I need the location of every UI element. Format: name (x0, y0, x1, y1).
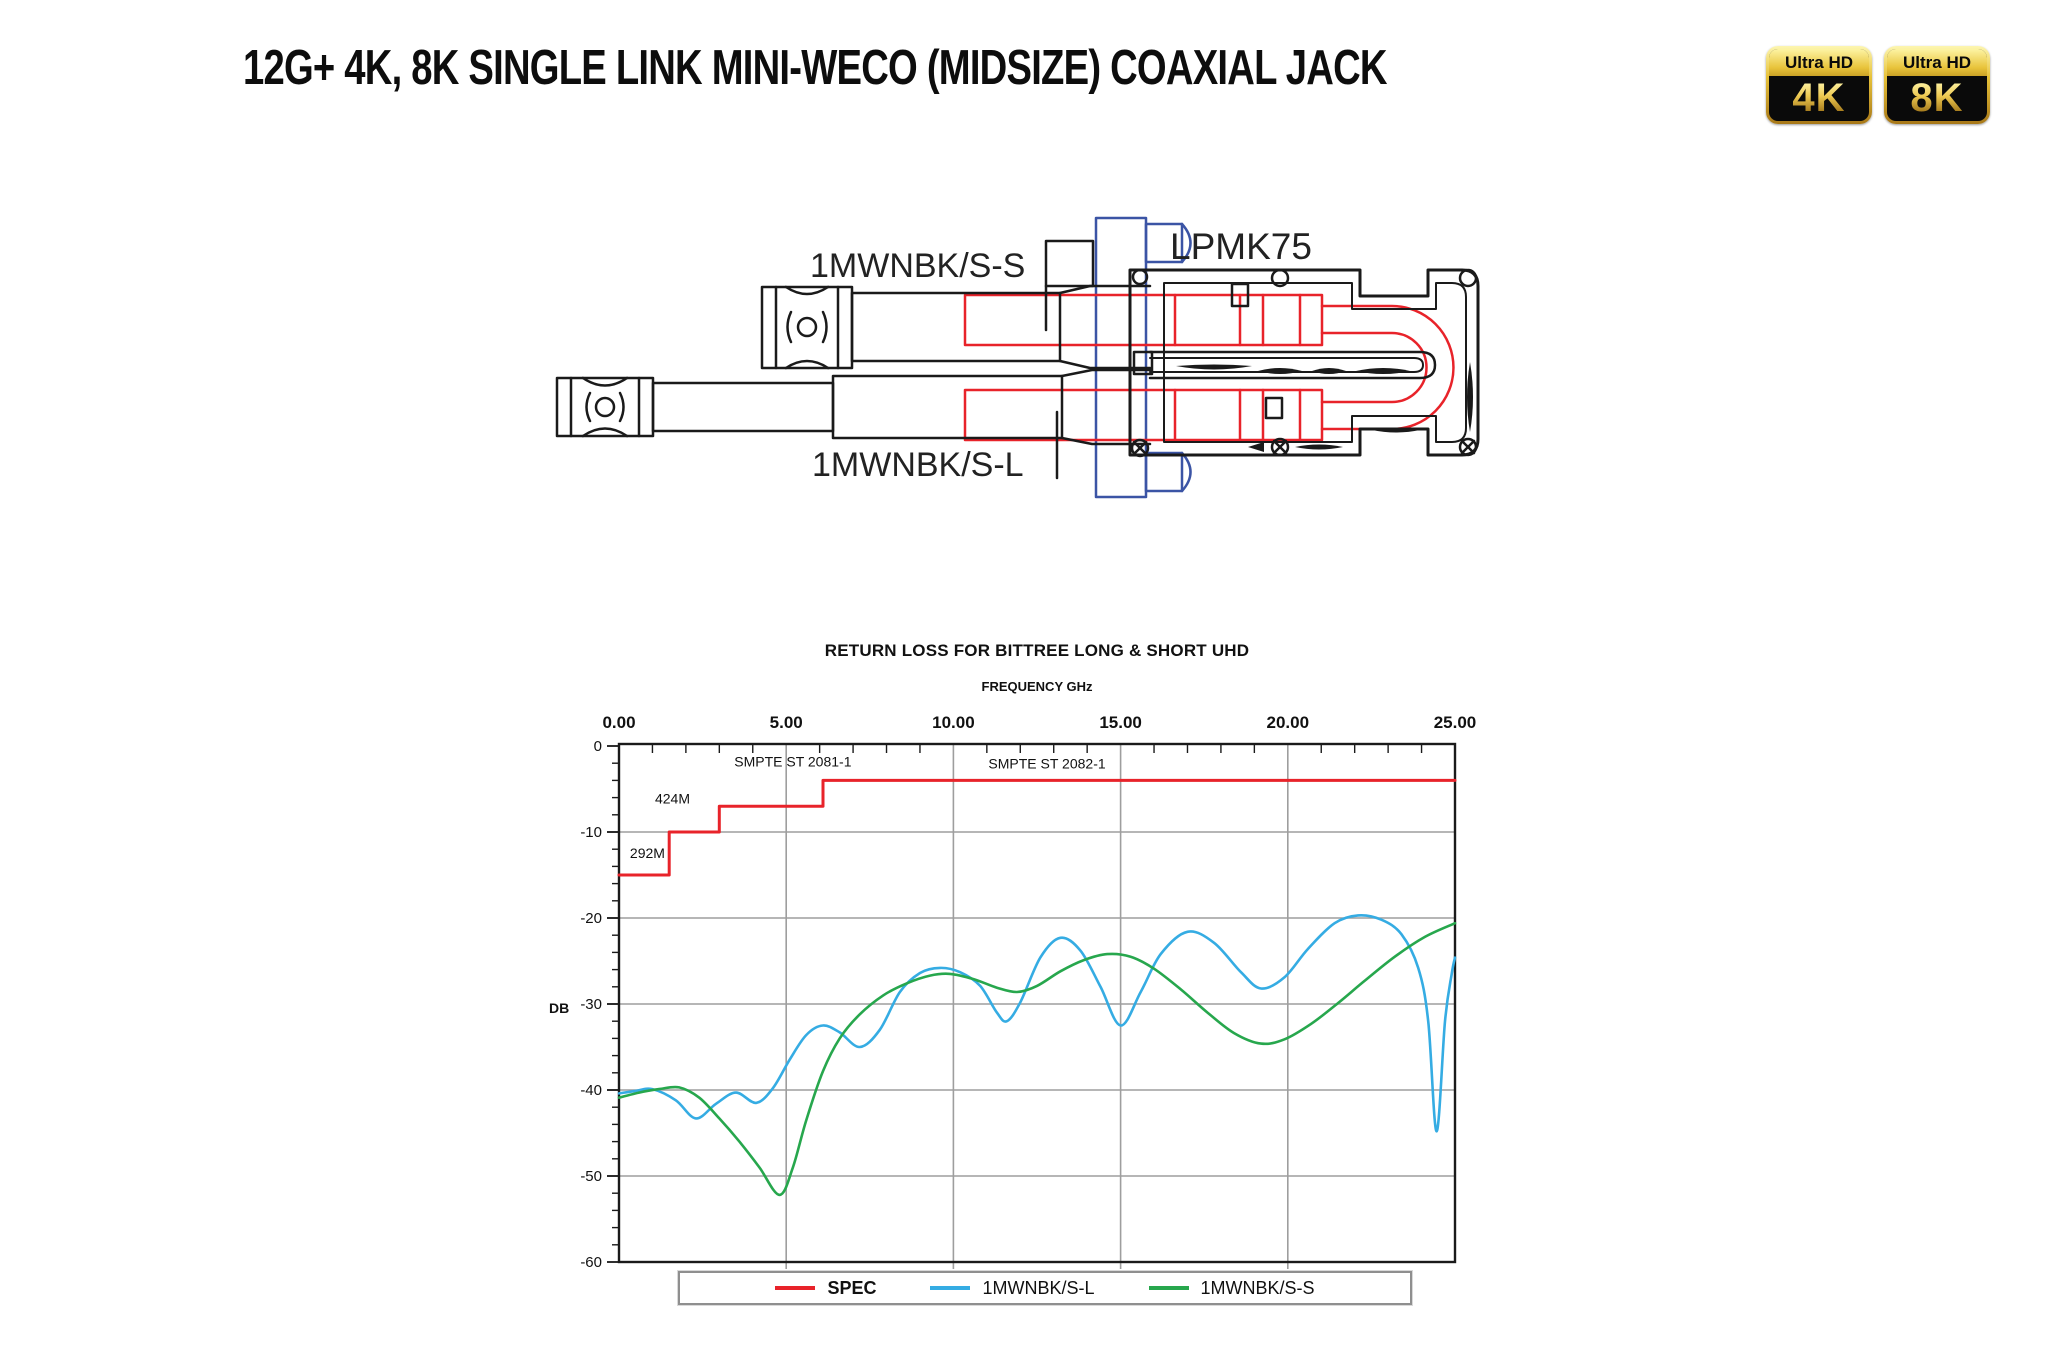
legend-item-spec: SPEC (775, 1278, 876, 1299)
svg-text:0: 0 (594, 738, 602, 755)
svg-text:-60: -60 (580, 1254, 602, 1271)
svg-text:-50: -50 (580, 1168, 602, 1185)
svg-text:-10: -10 (580, 824, 602, 841)
legend-label-short: 1MWNBK/S-S (1200, 1277, 1315, 1298)
legend-label-spec: SPEC (827, 1277, 877, 1298)
chart-legend: SPEC 1MWNBK/S-L 1MWNBK/S-S (677, 1270, 1413, 1306)
svg-text:SMPTE ST 2081-1: SMPTE ST 2081-1 (734, 754, 851, 770)
svg-text:20.00: 20.00 (1267, 713, 1310, 732)
top-connector-label: 1MWNBK/S-S (810, 247, 1025, 285)
svg-text:292M: 292M (630, 845, 665, 861)
svg-text:10.00: 10.00 (932, 713, 975, 732)
screw-icon (1130, 437, 1478, 458)
bulkhead (1094, 216, 1192, 499)
bottom-connector-label: 1MWNBK/S-L (812, 446, 1024, 484)
page-title: 12G+ 4K, 8K SINGLE LINK MINI-WECO (MIDSI… (243, 41, 1388, 95)
svg-text:-40: -40 (580, 1082, 602, 1099)
badge-top-label: Ultra HD (1769, 49, 1869, 76)
jack-body (1128, 268, 1480, 458)
svg-text:15.00: 15.00 (1099, 713, 1142, 732)
svg-text:-20: -20 (580, 910, 602, 927)
badge-top-label: Ultra HD (1887, 49, 1987, 76)
svg-text:-30: -30 (580, 996, 602, 1013)
legend-item-long: 1MWNBK/S-L (930, 1277, 1095, 1299)
badge-8k-label: 8K (1910, 76, 1964, 120)
legend-label-long: 1MWNBK/S-L (982, 1277, 1095, 1298)
svg-text:424M: 424M (655, 791, 690, 807)
svg-text:0.00: 0.00 (602, 713, 635, 732)
jack-label: LPMK75 (1170, 226, 1312, 267)
return-loss-chart: 0.00 5.00 10.00 15.00 20.00 25.00 0 -10 -20 -30 -4… (580, 713, 1476, 1271)
long-line-swatch (930, 1286, 971, 1290)
ultra-hd-4k-badge: Ultra HD 4K (1766, 46, 1872, 124)
chart-x-axis-label: FREQUENCY GHz (981, 679, 1093, 694)
top-plug (760, 239, 1152, 370)
svg-text:SMPTE ST 2082-1: SMPTE ST 2082-1 (988, 755, 1105, 771)
chart-title: RETURN LOSS FOR BITTREE LONG & SHORT UHD (824, 641, 1250, 660)
chart-y-axis-label: DB (549, 1000, 570, 1016)
contact-lens-marks (1162, 362, 1473, 452)
svg-text:25.00: 25.00 (1434, 713, 1477, 732)
badge-4k-label: 4K (1792, 76, 1846, 120)
short-line-swatch (1148, 1286, 1189, 1290)
ultra-hd-8k-badge: Ultra HD 8K (1884, 46, 1990, 124)
legend-item-short: 1MWNBK/S-S (1148, 1277, 1315, 1299)
bottom-plug (555, 368, 1152, 480)
spec-line-swatch (775, 1286, 816, 1290)
svg-text:5.00: 5.00 (770, 713, 803, 732)
